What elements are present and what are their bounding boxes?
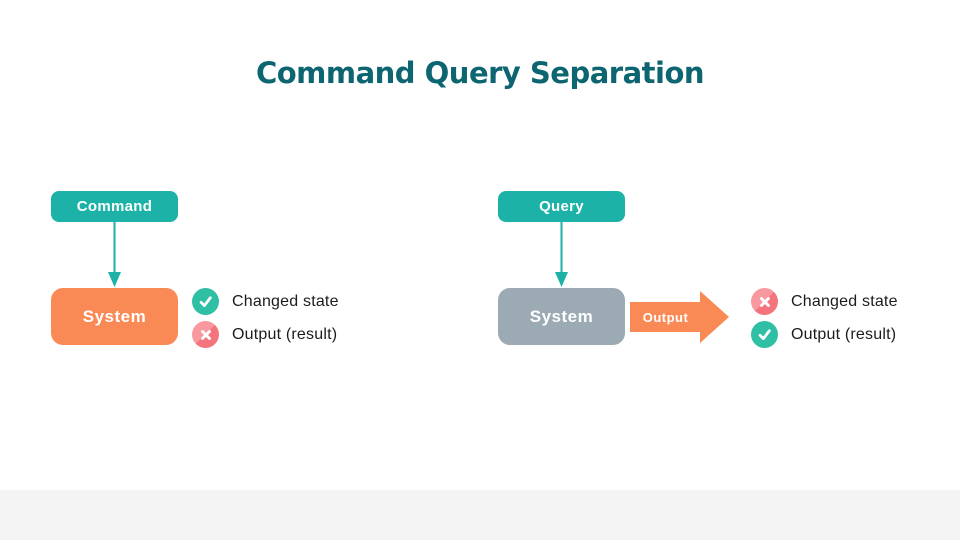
cross-icon — [192, 321, 219, 348]
page-title: Command Query Separation — [255, 56, 705, 90]
cross-icon — [751, 288, 778, 315]
system-box-command: System — [51, 288, 178, 345]
legend-label: Output (result) — [232, 325, 338, 343]
system-box-command-label: System — [82, 306, 147, 326]
system-box-query-label: System — [529, 306, 594, 326]
output-arrow-label: Output — [642, 309, 689, 325]
query-box-label: Query — [539, 198, 584, 215]
query-box: Query — [498, 191, 625, 222]
command-box: Command — [51, 191, 178, 222]
legend-row: Changed state — [751, 288, 898, 315]
legend-row: Output (result) — [192, 321, 337, 348]
command-down-arrow-icon — [108, 222, 121, 287]
output-arrowhead-icon — [700, 291, 729, 343]
legend-label: Changed state — [791, 292, 898, 310]
output-arrow: Output — [630, 302, 701, 332]
legend-label: Changed state — [232, 292, 339, 310]
legend-label: Output (result) — [791, 325, 897, 343]
query-down-arrow-icon — [555, 222, 568, 287]
command-box-label: Command — [76, 198, 153, 215]
bottom-band — [0, 490, 960, 540]
legend-row: Output (result) — [751, 321, 896, 348]
check-icon — [751, 321, 778, 348]
legend-row: Changed state — [192, 288, 339, 315]
check-icon — [192, 288, 219, 315]
system-box-query: System — [498, 288, 625, 345]
